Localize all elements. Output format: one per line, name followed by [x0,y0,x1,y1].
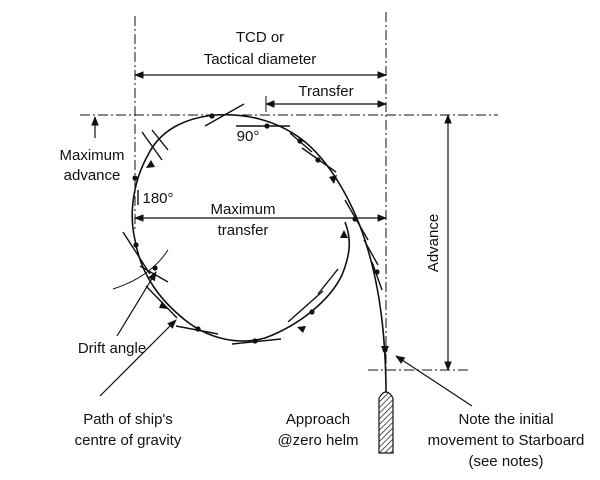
turning-path [131,113,387,396]
heading-line [122,231,151,275]
direction-arrow [297,326,306,333]
path-cg-leader [99,319,177,397]
max-advance-label-line2: advance [64,167,121,184]
cg-dot [297,138,303,144]
max-advance-label-line1: Maximum [59,147,124,164]
drift-angle-arc [112,249,169,290]
drift-angle-leader [116,271,157,337]
cg-dot [352,216,358,222]
dimension-arrows [91,71,452,371]
cg-dot [132,175,138,181]
heading-line [151,129,169,151]
cg-dots [132,113,388,353]
cg-dot [309,309,315,315]
cg-dot [252,338,258,344]
cg-dot [315,157,321,163]
cg-dot [264,123,270,129]
path-cg-label-line2: centre of gravity [75,432,182,449]
cg-dot [382,347,388,353]
leader-lines [99,271,473,407]
approach-label-line2: @zero helm [277,432,358,449]
transfer-label: Transfer [298,83,353,100]
direction-arrow [340,230,348,238]
heading-line [204,103,245,127]
approach-label-line1: Approach [286,411,350,428]
cg-dot [133,242,139,248]
max-transfer-label-line1: Maximum [210,201,275,218]
heading-line [317,268,339,295]
cg-dot [209,113,215,119]
labels: TCD or Tactical diameter Transfer Maximu… [59,29,584,470]
note-label-line2: movement to Starboard [428,432,585,449]
heading-line [371,261,383,291]
cg-dot [195,326,201,332]
heading-line [363,239,379,266]
drift-angle-label: Drift angle [78,340,146,357]
cg-dot [374,269,380,275]
direction-arrow [146,160,155,168]
tcd-label-line1: TCD or [236,29,284,46]
note-label-line3: (see notes) [468,453,543,470]
ship-hull-icon [378,391,394,454]
ship-track [131,113,389,396]
heading-line [287,290,324,323]
note-label-line1: Note the initial [458,411,553,428]
angle-90-label: 90° [237,128,260,145]
max-transfer-label-line2: transfer [218,222,269,239]
angle-180-label: 180° [142,190,173,207]
heading-line [141,131,163,161]
direction-arrow [329,175,337,184]
note-leader [395,355,473,407]
path-cg-label-line1: Path of ship's [83,411,173,428]
tcd-label-line2: Tactical diameter [204,51,317,68]
advance-label: Advance [425,214,442,272]
heading-line [145,285,178,319]
